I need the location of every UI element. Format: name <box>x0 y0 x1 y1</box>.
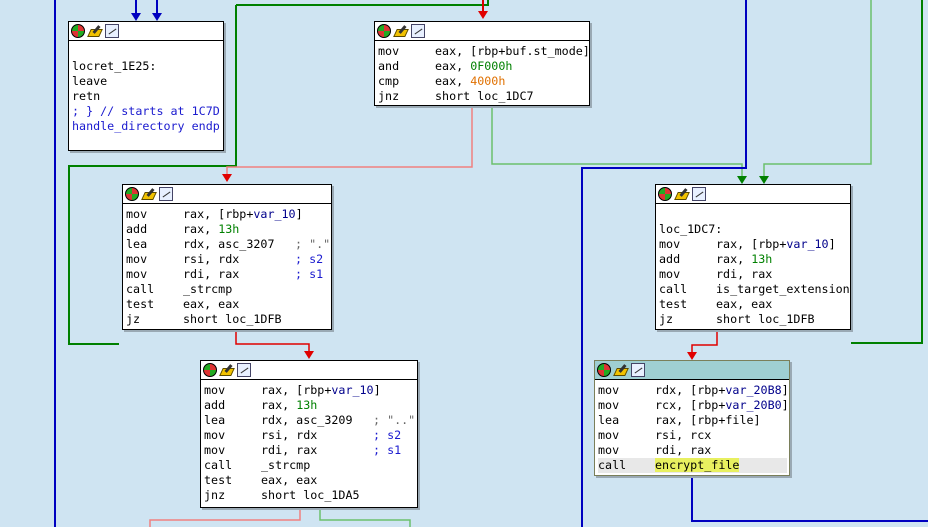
color-icon[interactable] <box>71 24 85 38</box>
mnemonic: retn <box>72 89 101 103</box>
rename-icon[interactable] <box>220 363 234 377</box>
rename-icon[interactable] <box>394 24 408 38</box>
graph-icon[interactable] <box>105 24 119 38</box>
color-icon[interactable] <box>377 24 391 38</box>
asm-label[interactable]: loc_1DC7: <box>659 222 723 236</box>
highlighted-symbol[interactable]: encrypt_file <box>655 458 740 472</box>
node-header <box>595 361 789 380</box>
asm-line[interactable]: call_strcmp <box>204 458 311 472</box>
node-body: locret_1E25: leave retn ; } // starts at… <box>69 41 223 136</box>
graph-icon[interactable] <box>159 187 173 201</box>
rename-icon[interactable] <box>88 24 102 38</box>
color-icon[interactable] <box>658 187 672 201</box>
node-header <box>375 22 589 41</box>
rename-icon[interactable] <box>142 187 156 201</box>
graph-icon[interactable] <box>237 363 251 377</box>
node-header <box>123 185 331 204</box>
graph-icon[interactable] <box>631 363 645 377</box>
color-icon[interactable] <box>203 363 217 377</box>
node-header <box>201 361 417 380</box>
color-icon[interactable] <box>125 187 139 201</box>
blank-line <box>72 44 221 59</box>
node-header <box>69 22 223 41</box>
asm-line[interactable]: call_strcmp <box>126 282 233 296</box>
graph-icon[interactable] <box>411 24 425 38</box>
color-icon[interactable] <box>597 363 611 377</box>
asm-comment: handle_directory endp <box>72 119 220 133</box>
label-text[interactable]: locret_1E25: <box>72 59 157 73</box>
asm-comment: ; } // starts at 1C7D <box>72 104 220 118</box>
asm-line[interactable]: leave <box>72 74 221 89</box>
asm-label[interactable]: locret_1E25: <box>72 59 221 74</box>
rename-icon[interactable] <box>675 187 689 201</box>
blank-line <box>659 207 848 222</box>
mnemonic: leave <box>72 74 108 88</box>
rename-icon[interactable] <box>614 363 628 377</box>
node-locret-1e25[interactable]: locret_1E25: leave retn ; } // starts at… <box>68 21 224 151</box>
graph-icon[interactable] <box>692 187 706 201</box>
asm-line[interactable]: retn <box>72 89 221 104</box>
node-header <box>656 185 850 204</box>
